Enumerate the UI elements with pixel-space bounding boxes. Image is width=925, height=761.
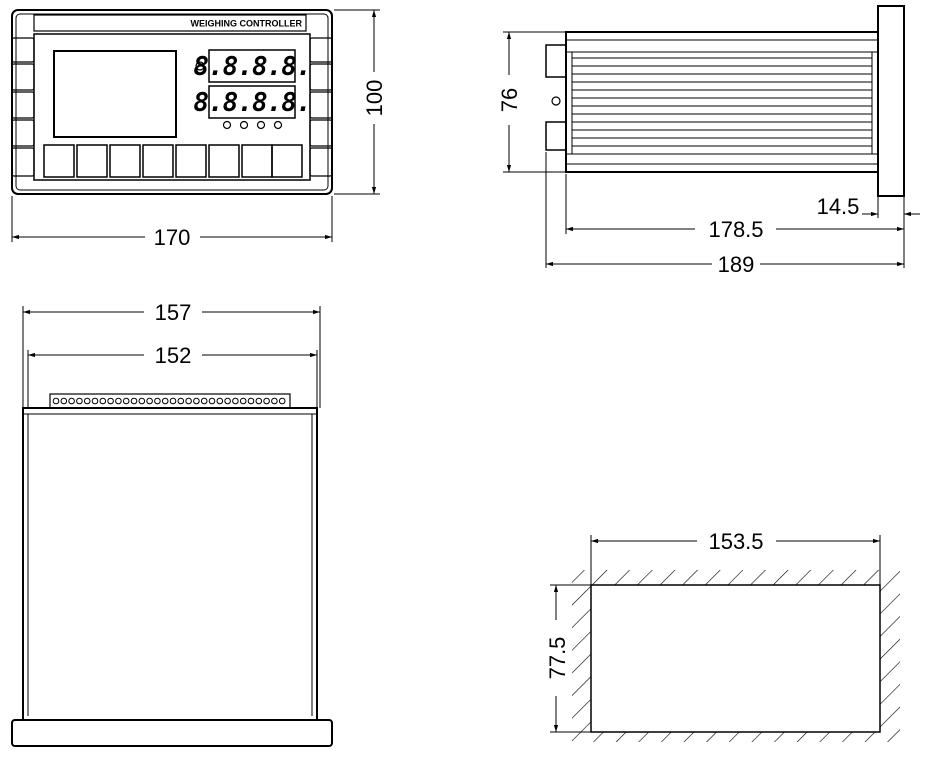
terminal-screw xyxy=(185,397,192,405)
device-title: WEIGHING CONTROLLER xyxy=(191,19,303,29)
terminal-screw xyxy=(60,397,68,405)
terminal-screw xyxy=(278,397,286,405)
terminal-screw xyxy=(130,397,138,405)
terminal-screws xyxy=(52,397,286,405)
total-length-label: 189 xyxy=(718,252,755,277)
top-body xyxy=(22,407,318,721)
inner-width-label: 152 xyxy=(155,343,192,368)
side-body xyxy=(565,31,879,173)
panel-cutout: 153.5 77.5 xyxy=(545,529,900,742)
terminal-screw xyxy=(52,397,60,405)
terminal-screw xyxy=(177,397,185,405)
dim-cutout-height xyxy=(550,584,591,733)
body-length-label: 178.5 xyxy=(708,217,763,242)
display-bottom-frame xyxy=(208,85,296,119)
front-height-label: 100 xyxy=(362,80,387,117)
side-height-label: 76 xyxy=(497,88,522,112)
dim-cutout-width xyxy=(590,535,881,585)
terminal-screw xyxy=(138,397,146,405)
title-plate xyxy=(33,14,307,32)
rear-connector-top xyxy=(545,44,567,78)
terminal-screw xyxy=(224,397,231,405)
cutout-opening xyxy=(590,584,881,733)
lcd-window xyxy=(53,50,177,138)
terminal-screw xyxy=(146,397,153,405)
keypad xyxy=(43,144,303,178)
terminal-screw xyxy=(154,397,161,405)
terminal-screw xyxy=(208,397,216,405)
heatsink-fins xyxy=(566,39,878,165)
front-width-label: 170 xyxy=(154,225,191,250)
terminal-screw xyxy=(68,397,75,405)
dim-side-height xyxy=(503,31,566,173)
terminal-screw xyxy=(91,397,99,405)
terminal-screw xyxy=(271,397,278,405)
dim-front-height xyxy=(334,9,380,195)
dim-top-outer xyxy=(22,306,321,408)
terminal-screw xyxy=(193,397,200,405)
terminal-screw xyxy=(83,397,91,405)
terminal-screw xyxy=(122,397,130,405)
front-view: WEIGHING CONTROLLER 8.8.8.8. 8.8.8.8. xyxy=(11,9,387,250)
outer-width-label: 157 xyxy=(155,300,192,325)
terminal-screw xyxy=(200,397,208,405)
terminal-screw xyxy=(115,397,122,405)
top-view: 157 152 xyxy=(11,300,333,747)
display-top-frame xyxy=(208,49,296,83)
terminal-screw xyxy=(216,397,224,405)
side-flange xyxy=(877,5,905,197)
status-leds xyxy=(222,120,283,130)
side-view: 76 14.5 178.5 189 xyxy=(497,5,920,277)
display-bottom: 8.8.8.8. xyxy=(193,88,310,118)
flange-label: 14.5 xyxy=(817,194,860,219)
indicator-led xyxy=(195,61,205,71)
dim-top-inner xyxy=(27,350,318,408)
dim-front-width xyxy=(11,196,333,242)
display-top: 8.8.8.8. xyxy=(193,52,310,82)
right-ribs xyxy=(309,37,333,177)
terminal-screw xyxy=(239,397,247,405)
terminal-screw xyxy=(107,397,114,405)
rear-connector-bottom xyxy=(545,121,567,151)
cutout-height-label: 77.5 xyxy=(545,637,570,680)
dim-body-length xyxy=(565,174,904,234)
terminal-screw xyxy=(263,397,270,405)
left-ribs xyxy=(11,37,35,177)
terminal-screw xyxy=(169,397,177,405)
front-panel xyxy=(33,33,311,181)
terminal-screw xyxy=(161,397,169,405)
terminal-screw xyxy=(247,397,255,405)
terminal-screw xyxy=(232,397,239,405)
dim-total-length xyxy=(545,152,905,268)
terminal-screw xyxy=(99,397,107,405)
terminal-screw xyxy=(255,397,263,405)
dim-flange xyxy=(862,196,920,232)
cutout-width-label: 153.5 xyxy=(708,529,763,554)
terminal-screw xyxy=(76,397,83,405)
top-flange xyxy=(11,719,333,747)
